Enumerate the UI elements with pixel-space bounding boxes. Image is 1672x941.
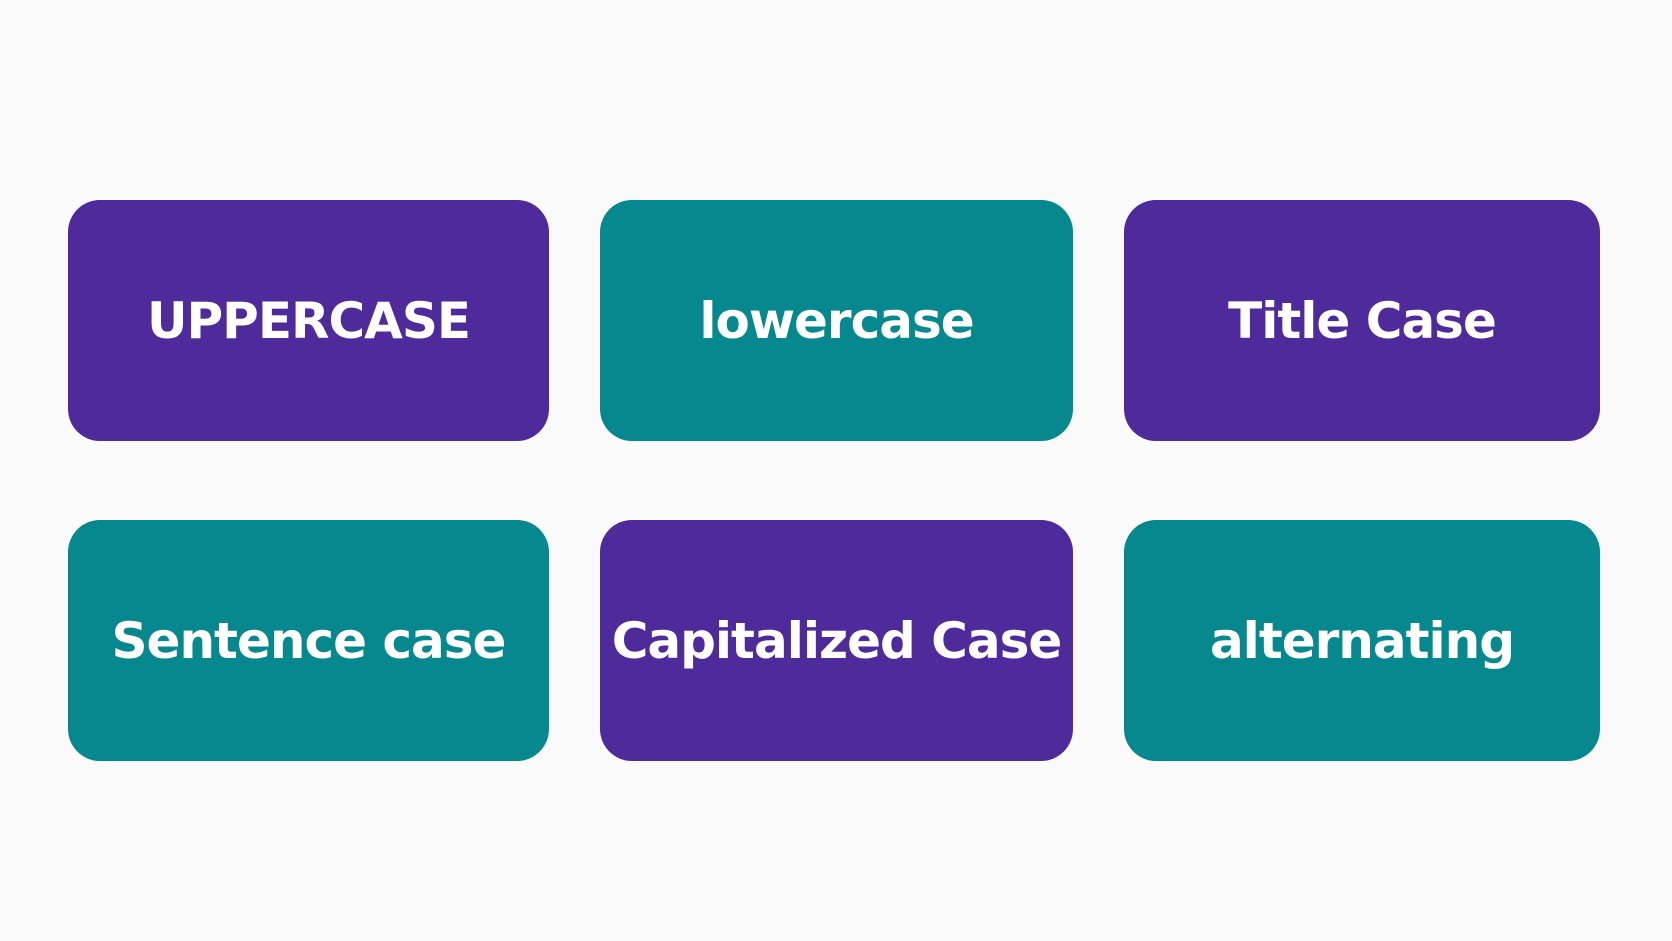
alternating-case-button[interactable]: alternating: [1124, 520, 1600, 761]
uppercase-button[interactable]: UPPERCASE: [68, 200, 549, 441]
lowercase-button[interactable]: lowercase: [600, 200, 1073, 441]
alternating-case-label: alternating: [1209, 611, 1515, 670]
sentence-case-label: Sentence case: [111, 611, 507, 670]
title-case-label: Title Case: [1228, 291, 1497, 350]
case-options-grid: UPPERCASE lowercase Title Case Sentence …: [68, 200, 1600, 761]
capitalized-case-label: Capitalized Case: [611, 611, 1063, 670]
uppercase-label: UPPERCASE: [146, 291, 471, 350]
capitalized-case-button[interactable]: Capitalized Case: [600, 520, 1073, 761]
lowercase-label: lowercase: [699, 291, 974, 350]
title-case-button[interactable]: Title Case: [1124, 200, 1600, 441]
sentence-case-button[interactable]: Sentence case: [68, 520, 549, 761]
